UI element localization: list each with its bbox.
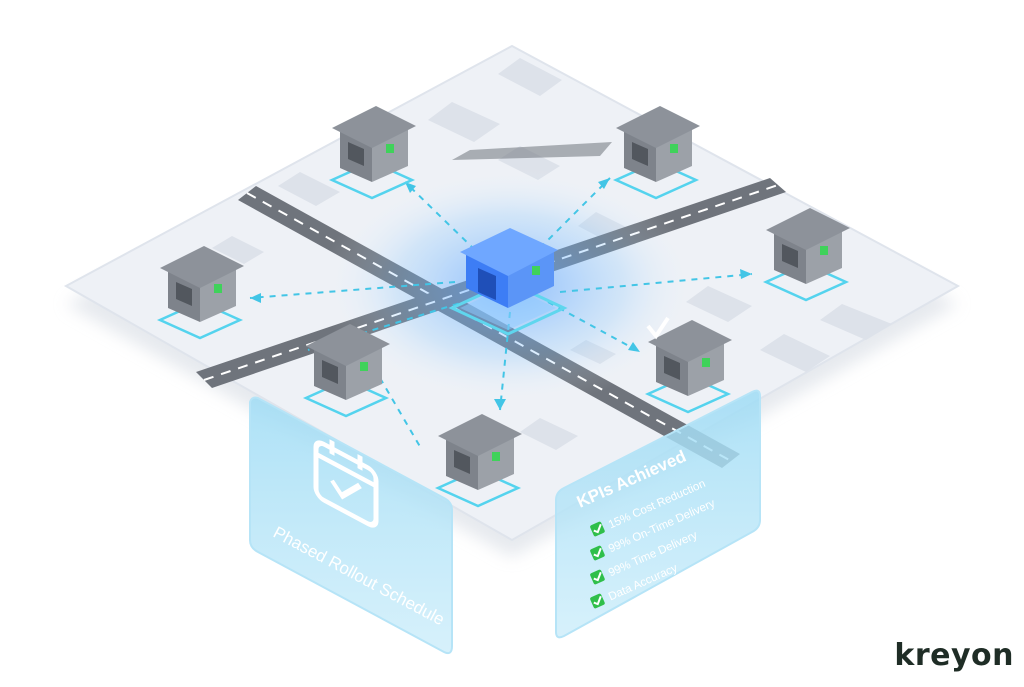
brand-logo: kreyon bbox=[894, 638, 1014, 673]
warehouse-south bbox=[434, 414, 522, 508]
warehouse-west bbox=[156, 246, 244, 340]
calendar-check-icon bbox=[313, 439, 379, 528]
warehouse-south-west bbox=[302, 324, 390, 418]
warehouse-south-east bbox=[644, 316, 732, 414]
central-hub-building bbox=[448, 228, 568, 336]
warehouse-north-east bbox=[612, 106, 700, 200]
rollout-schedule-card: Phased Rollout Schedule bbox=[249, 396, 453, 655]
warehouse-north-west bbox=[328, 106, 416, 200]
connection-arrowheads bbox=[250, 178, 752, 410]
warehouse-east bbox=[762, 208, 850, 302]
